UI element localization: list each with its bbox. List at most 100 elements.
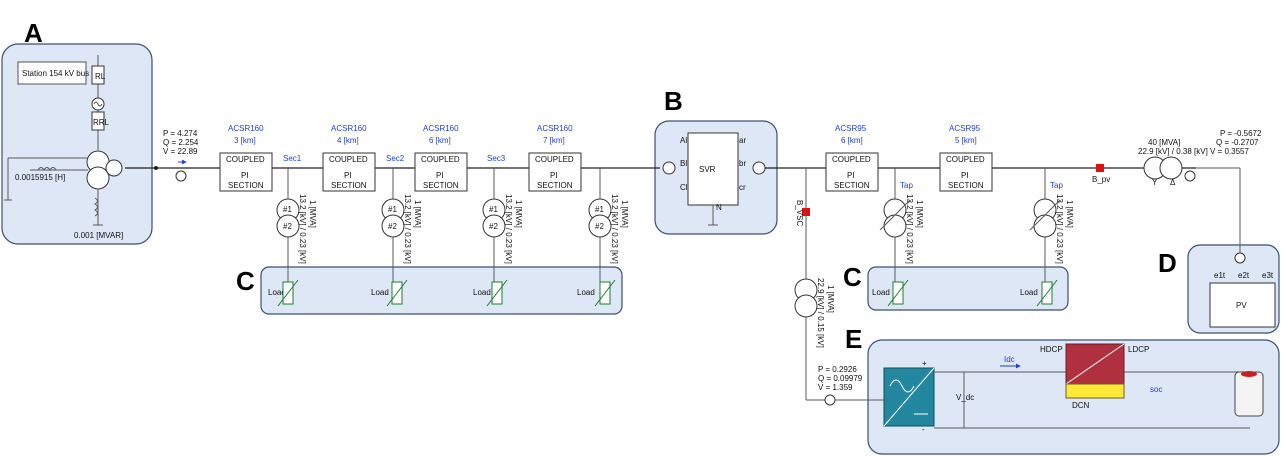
station-tx-w2 bbox=[86, 166, 110, 190]
svr-block bbox=[687, 132, 739, 206]
svg-text:#2: #2 bbox=[283, 222, 292, 231]
battery-icon bbox=[1234, 371, 1264, 417]
sec3-label: Sec3 bbox=[487, 154, 506, 163]
pv-tx-w2 bbox=[1159, 156, 1183, 180]
svg-text:cr: cr bbox=[739, 183, 746, 192]
svg-text:1 [MVA]: 1 [MVA] bbox=[308, 200, 317, 228]
vsc-meter-p: P = 0.2926 bbox=[818, 365, 857, 374]
vsc-tx-rating: 1 [MVA] bbox=[826, 285, 835, 313]
svg-text:7 [km]: 7 [km] bbox=[543, 136, 565, 145]
svg-text:COUPLED: COUPLED bbox=[329, 155, 368, 164]
svg-text:Load: Load bbox=[872, 288, 890, 297]
pv-meter-icon bbox=[1184, 170, 1196, 182]
svg-text:#2: #2 bbox=[489, 222, 498, 231]
region-label-e: E bbox=[845, 324, 862, 354]
svg-text:RRL: RRL bbox=[93, 118, 110, 127]
svg-text:1 [MVA]: 1 [MVA] bbox=[620, 200, 629, 228]
idc-label: Idc bbox=[1004, 355, 1015, 364]
svg-text:#1: #1 bbox=[283, 205, 292, 214]
svg-text:1 [MVA]: 1 [MVA] bbox=[915, 200, 924, 228]
pv-meter-p: P = -0.5672 bbox=[1220, 129, 1262, 138]
svg-text:Load: Load bbox=[371, 288, 389, 297]
svg-text:ACSR95: ACSR95 bbox=[949, 124, 981, 133]
svg-text:Load: Load bbox=[577, 288, 595, 297]
svg-text:3 [km]: 3 [km] bbox=[234, 136, 256, 145]
source-meter-p: P = 4.274 bbox=[163, 129, 198, 138]
load-branch-1: #1 #2 13.2 [kV] / 0.23 [kV] 1 [MVA] Load bbox=[268, 168, 317, 307]
region-label-c-right: C bbox=[843, 262, 862, 292]
region-label-a: A bbox=[24, 18, 43, 48]
vsc-meter-icon bbox=[824, 394, 836, 406]
svg-text:-: - bbox=[922, 425, 925, 434]
vsc-meter-q: Q = 0.09979 bbox=[818, 374, 863, 383]
station-bus-label-box bbox=[17, 61, 87, 85]
svg-text:13.2 [kV] / 0.23 [kV]: 13.2 [kV] / 0.23 [kV] bbox=[298, 194, 307, 264]
load-branch-5: Tap 13.2 [kV] / 0.23 [kV] 1 [MVA] Load bbox=[872, 168, 924, 307]
b-pv-breaker bbox=[1096, 164, 1104, 172]
vsc-tx-voltage: 22.9 [kV] / 0.15 [kV] bbox=[816, 278, 825, 348]
line-section-6: ACSR95 5 [km] COUPLED PI SECTION bbox=[939, 124, 993, 192]
line-section-5: ACSR95 6 [km] COUPLED PI SECTION bbox=[825, 124, 879, 192]
sec2-label: Sec2 bbox=[386, 154, 405, 163]
svg-text:br: br bbox=[739, 159, 746, 168]
svg-text:ar: ar bbox=[739, 136, 746, 145]
svg-text:13.2 [kV] / 0.23 [kV]: 13.2 [kV] / 0.23 [kV] bbox=[504, 194, 513, 264]
pv-meter-v: V = 0.3557 bbox=[1210, 147, 1249, 156]
pv-tx-voltage: 22.9 [kV] / 0.38 [kV] bbox=[1138, 147, 1208, 156]
svg-text:COUPLED: COUPLED bbox=[832, 155, 871, 164]
svg-text:Δ: Δ bbox=[1170, 178, 1176, 187]
svg-text:PI: PI bbox=[344, 171, 352, 180]
pv-label: PV bbox=[1236, 301, 1247, 310]
region-label-d: D bbox=[1158, 248, 1177, 278]
svg-text:Cl: Cl bbox=[680, 183, 688, 192]
svg-text:SECTION: SECTION bbox=[423, 181, 459, 190]
svg-text:13.2 [kV] / 0.23 [kV]: 13.2 [kV] / 0.23 [kV] bbox=[905, 194, 914, 264]
svg-text:SECTION: SECTION bbox=[331, 181, 367, 190]
svg-text:ACSR95: ACSR95 bbox=[835, 124, 867, 133]
line-section-1: ACSR160 3 [km] COUPLED PI SECTION bbox=[219, 124, 273, 192]
dcn-block bbox=[1065, 383, 1125, 399]
svg-text:SECTION: SECTION bbox=[834, 181, 870, 190]
svg-text:N: N bbox=[716, 203, 722, 212]
rrl-resistor bbox=[91, 111, 105, 131]
svg-text:+: + bbox=[922, 359, 927, 368]
line-section-3: ACSR160 6 [km] COUPLED PI SECTION bbox=[414, 124, 468, 192]
hdcp-label: HDCP bbox=[1040, 345, 1063, 354]
svg-text:COUPLED: COUPLED bbox=[535, 155, 574, 164]
svg-text:Al: Al bbox=[680, 136, 687, 145]
svg-text:Load: Load bbox=[1020, 288, 1038, 297]
svg-text:Load: Load bbox=[473, 288, 491, 297]
source-meter-icon bbox=[175, 170, 187, 182]
svg-text:COUPLED: COUPLED bbox=[421, 155, 460, 164]
svg-text:COUPLED: COUPLED bbox=[946, 155, 985, 164]
svg-text:1 [MVA]: 1 [MVA] bbox=[514, 200, 523, 228]
svg-text:ACSR160: ACSR160 bbox=[423, 124, 459, 133]
vdc-label: V_dc bbox=[956, 393, 974, 402]
svg-text:13.2 [kV] / 0.23 [kV]: 13.2 [kV] / 0.23 [kV] bbox=[1055, 194, 1064, 264]
svg-text:13.2 [kV] / 0.23 [kV]: 13.2 [kV] / 0.23 [kV] bbox=[403, 194, 412, 264]
svg-text:e1t: e1t bbox=[1214, 271, 1226, 280]
svg-text:1 [MVA]: 1 [MVA] bbox=[1065, 200, 1074, 228]
svg-text:PI: PI bbox=[436, 171, 444, 180]
svr-label: SVR bbox=[699, 165, 716, 174]
svg-text:PI: PI bbox=[241, 171, 249, 180]
source-meter-q: Q = 2.254 bbox=[163, 138, 199, 147]
station-inductance-label: 0.0015915 [H] bbox=[15, 173, 65, 182]
svg-text:#2: #2 bbox=[388, 222, 397, 231]
load-branch-2: #1 #2 13.2 [kV] / 0.23 [kV] 1 [MVA] Load bbox=[371, 168, 422, 307]
region-label-c-left: C bbox=[236, 266, 255, 296]
svg-text:6 [km]: 6 [km] bbox=[841, 136, 863, 145]
b-pv-label: B_pv bbox=[1092, 175, 1110, 184]
soc-label: soc bbox=[1150, 385, 1162, 394]
svg-text:SECTION: SECTION bbox=[537, 181, 573, 190]
ldcp-label: LDCP bbox=[1128, 345, 1149, 354]
svg-text:Load: Load bbox=[268, 288, 286, 297]
line-section-4: ACSR160 7 [km] COUPLED PI SECTION bbox=[528, 124, 582, 192]
load-branch-4: #1 #2 13.2 [kV] / 0.23 [kV] 1 [MVA] Load bbox=[577, 168, 629, 307]
svg-text:Tap: Tap bbox=[1050, 181, 1063, 190]
pv-meter-q: Q = -0.2707 bbox=[1216, 138, 1259, 147]
region-label-b: B bbox=[664, 86, 683, 116]
load-branch-6: Tap 13.2 [kV] / 0.23 [kV] 1 [MVA] Load bbox=[1020, 168, 1074, 307]
svg-text:SECTION: SECTION bbox=[228, 181, 264, 190]
